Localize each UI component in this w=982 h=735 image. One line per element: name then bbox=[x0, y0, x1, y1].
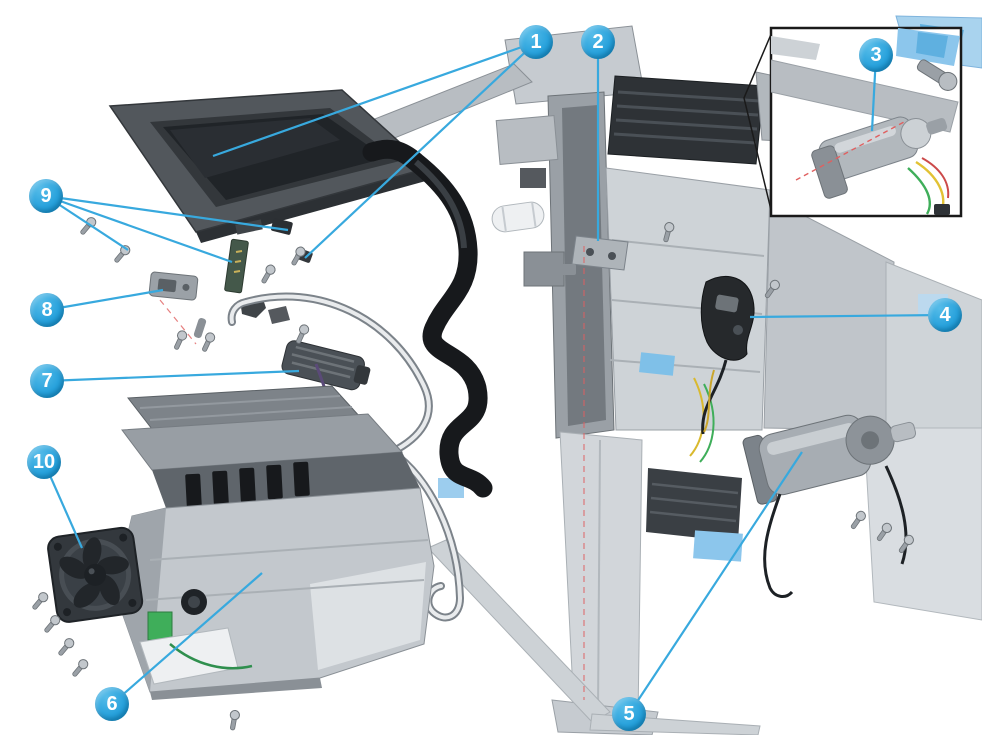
leader-line-4 bbox=[749, 313, 946, 319]
callout-10: 10 bbox=[27, 445, 61, 479]
inset-pointer bbox=[743, 31, 773, 215]
service-station-motor bbox=[742, 414, 917, 598]
window-cover-assembly bbox=[108, 89, 433, 243]
ink-tubes bbox=[227, 292, 465, 622]
inset-detail-box bbox=[743, 26, 963, 218]
screw-icon bbox=[258, 262, 278, 286]
inset-motor-part bbox=[811, 116, 948, 199]
sensor-pcb bbox=[224, 238, 249, 294]
screw-icon bbox=[847, 508, 868, 532]
leader-line-1-1 bbox=[212, 40, 537, 158]
screw-icon bbox=[69, 657, 91, 680]
ink-supply-station bbox=[113, 385, 435, 700]
cartridge-slots bbox=[185, 461, 310, 509]
inset-reference-dashed bbox=[795, 121, 905, 181]
inset-connector bbox=[934, 204, 950, 215]
line-sensor-bracket bbox=[558, 235, 629, 275]
callout-5: 5 bbox=[612, 697, 646, 731]
callout-9: 9 bbox=[29, 179, 63, 213]
alignment-reference-lines bbox=[159, 246, 585, 700]
leader-line-7 bbox=[46, 369, 300, 383]
trailing-cable bbox=[362, 139, 493, 498]
callout-7: 7 bbox=[30, 364, 64, 398]
screw-icon bbox=[55, 636, 77, 659]
leader-line-6 bbox=[111, 572, 263, 705]
callout-2: 2 bbox=[581, 25, 615, 59]
motor-wire bbox=[763, 493, 794, 598]
screw-icon bbox=[41, 613, 63, 636]
inset-wire-red bbox=[921, 157, 950, 199]
callout-8: 8 bbox=[30, 293, 64, 327]
leader-line-9-3 bbox=[45, 194, 289, 232]
supply-pcb bbox=[147, 611, 173, 641]
tube-cover bbox=[281, 340, 371, 391]
callout-1: 1 bbox=[519, 25, 553, 59]
window-sensor bbox=[271, 218, 293, 235]
leader-lines bbox=[42, 40, 946, 715]
screw-icon bbox=[171, 328, 189, 352]
callout-6: 6 bbox=[95, 687, 129, 721]
leader-line-8 bbox=[46, 288, 164, 312]
screw-icon bbox=[227, 709, 241, 732]
interconnect-bracket bbox=[148, 271, 199, 301]
cooling-fan bbox=[47, 526, 144, 623]
cutter-assembly bbox=[700, 275, 755, 435]
callout-3: 3 bbox=[859, 38, 893, 72]
callout-4: 4 bbox=[928, 298, 962, 332]
leader-line-5 bbox=[628, 451, 803, 715]
leader-line-1-2 bbox=[304, 41, 537, 259]
screw-icon bbox=[29, 590, 51, 613]
screw-icon bbox=[293, 322, 311, 346]
ground-wire-green bbox=[169, 643, 253, 670]
inset-bolt bbox=[916, 59, 958, 91]
inset-wire-green bbox=[907, 167, 931, 215]
leader-line-9-2 bbox=[45, 194, 233, 264]
frame-wire-green bbox=[699, 383, 715, 463]
screw-icon bbox=[199, 330, 217, 354]
